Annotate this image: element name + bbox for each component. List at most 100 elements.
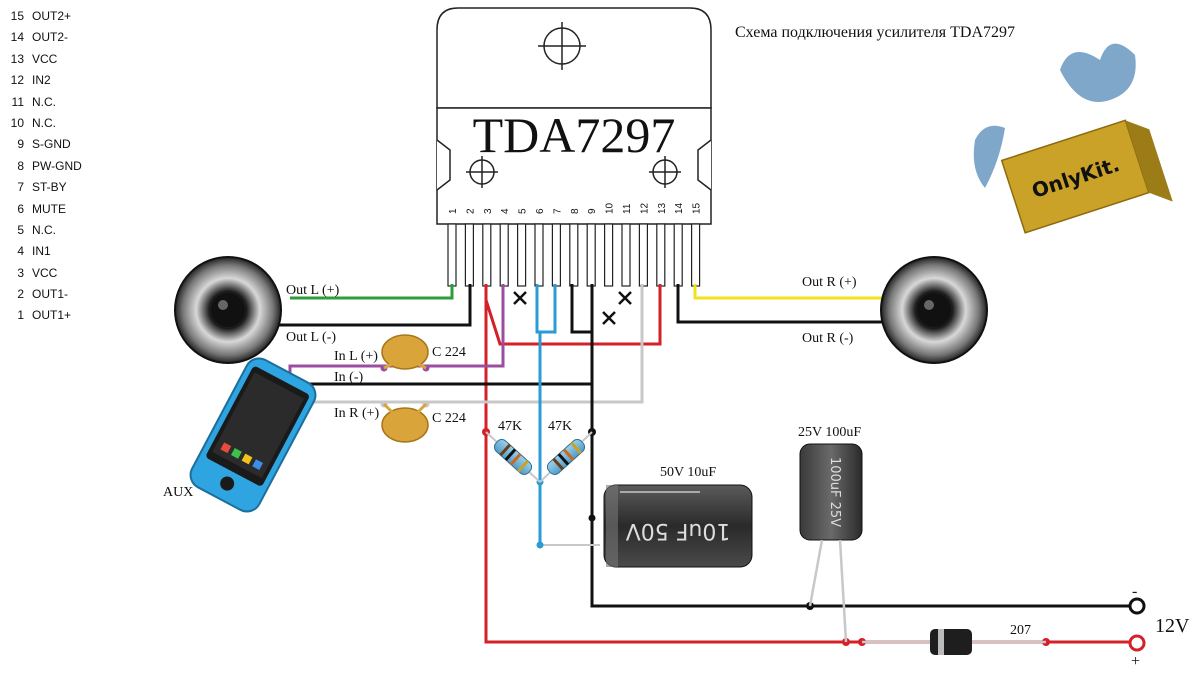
- chip-leg: [621, 223, 631, 287]
- chip-pin-number: 5: [518, 208, 529, 214]
- pinout-label: OUT1-: [32, 287, 68, 302]
- chip-leg: [499, 223, 509, 287]
- chip-leg: [534, 223, 544, 287]
- label-in-minus: In (-): [334, 370, 363, 385]
- pinout-label: OUT1+: [32, 308, 72, 323]
- chip-pin-number: 12: [639, 202, 650, 214]
- chip-pin-number: 10: [605, 202, 616, 214]
- pinout-row: 4 IN1: [8, 241, 82, 262]
- chip-pin-number: 6: [535, 208, 546, 214]
- pinout-label: N.C.: [32, 94, 56, 109]
- chip-leg: [447, 223, 457, 287]
- mounting-hole-top: [538, 22, 586, 70]
- chip-leg: [516, 223, 527, 287]
- pinout-number: 3: [17, 265, 24, 280]
- electrolytic-capacitor-25v-100uf: 100uF 25V: [799, 443, 863, 643]
- pinout-number: 11: [11, 94, 24, 109]
- pinout-number: 5: [17, 222, 24, 237]
- label-minus: -: [1132, 583, 1137, 600]
- chip-leg: [656, 223, 666, 287]
- label-out-r-plus: Out R (+): [802, 275, 857, 290]
- pinout-row: 8 PW-GND: [8, 156, 82, 177]
- pinout-label: VCC: [32, 265, 58, 280]
- label-aux: AUX: [163, 485, 193, 500]
- chip-pin-number: 9: [587, 208, 598, 214]
- electrolytic-capacitor-50v-10uf: 10uF 50V: [603, 484, 753, 568]
- chip-leg: [464, 223, 474, 287]
- pinout-number: 15: [10, 9, 24, 23]
- pinout-label: N.C.: [32, 115, 56, 130]
- chip-pin-number: 2: [465, 208, 476, 214]
- pinout-label: S-GND: [32, 137, 71, 152]
- label-out-l-minus: Out L (-): [286, 330, 336, 345]
- ceramic-capacitor-in-r: [381, 402, 429, 443]
- pinout-number: 8: [17, 158, 24, 173]
- phone-aux-source: [189, 357, 317, 513]
- pinout-row: 15 OUT2+: [8, 6, 82, 27]
- pinout-label: PW-GND: [32, 158, 82, 173]
- pinout-number: 4: [17, 244, 24, 259]
- diagram-title: Схема подключения усилителя TDA7297: [735, 24, 1015, 41]
- terminal-minus: [1128, 597, 1146, 615]
- diode-207: [862, 629, 1046, 655]
- chip-leg: [551, 223, 562, 287]
- wires: [270, 284, 1130, 644]
- pinout-row: 9 S-GND: [8, 134, 82, 155]
- no-connect-marks: [513, 291, 632, 325]
- chip-leg: [482, 223, 492, 287]
- pinout-row: 1 OUT1+: [8, 305, 82, 326]
- chip-pin-number: 8: [570, 208, 581, 214]
- onlykit-logo: OnlyKit.: [973, 43, 1173, 234]
- terminal-plus: [1128, 634, 1146, 652]
- cap-50v-body-text: 10uF 50V: [626, 518, 731, 543]
- pinout-number: 9: [17, 137, 24, 152]
- pinout-label: MUTE: [32, 201, 66, 216]
- label-in-l-plus: In L (+): [334, 349, 378, 364]
- pinout-row: 3 VCC: [8, 263, 82, 284]
- label-cap-50v: 50V 10uF: [660, 465, 716, 480]
- pinout-number: 7: [17, 180, 24, 195]
- pinout-label: OUT2+: [32, 9, 72, 23]
- pinout-label: IN2: [32, 73, 51, 88]
- pinout-label: ST-BY: [32, 180, 67, 195]
- chip-legs: [447, 223, 701, 287]
- speaker-right: [880, 256, 988, 364]
- pinout-number: 6: [17, 201, 24, 216]
- chip-pin-number: 15: [692, 202, 703, 214]
- pinout-number: 1: [17, 308, 24, 323]
- label-res-left: 47K: [498, 419, 522, 434]
- label-in-r-plus: In R (+): [334, 406, 380, 421]
- label-cap-bottom: C 224: [432, 411, 466, 426]
- pinout-number: 14: [10, 30, 24, 45]
- speaker-left: [174, 256, 282, 364]
- chip-leg: [603, 223, 614, 287]
- pinout-label: IN1: [32, 244, 51, 259]
- ceramic-capacitor-in-l: [381, 334, 429, 370]
- label-res-right: 47K: [548, 419, 572, 434]
- chip-leg: [638, 223, 649, 287]
- cap-25v-body-text: 100uF 25V: [827, 457, 842, 527]
- chip-pin-number: 14: [674, 202, 685, 214]
- chip-leg: [569, 223, 579, 287]
- chip-pin-number: 3: [483, 208, 494, 214]
- chip-pin-number: 4: [500, 208, 511, 214]
- chip-leg: [586, 223, 596, 287]
- chip-pin-number: 11: [622, 203, 633, 214]
- chip-name: TDA7297: [473, 107, 676, 163]
- chip-pin-number: 13: [657, 202, 668, 214]
- label-out-l-plus: Out L (+): [286, 283, 340, 298]
- chip-pin-number: 1: [448, 208, 459, 214]
- pinout-label: VCC: [32, 51, 58, 66]
- label-12v: 12V: [1155, 615, 1190, 637]
- pinout-row: 11 N.C.: [8, 92, 82, 113]
- mounting-hole-left: [466, 156, 498, 188]
